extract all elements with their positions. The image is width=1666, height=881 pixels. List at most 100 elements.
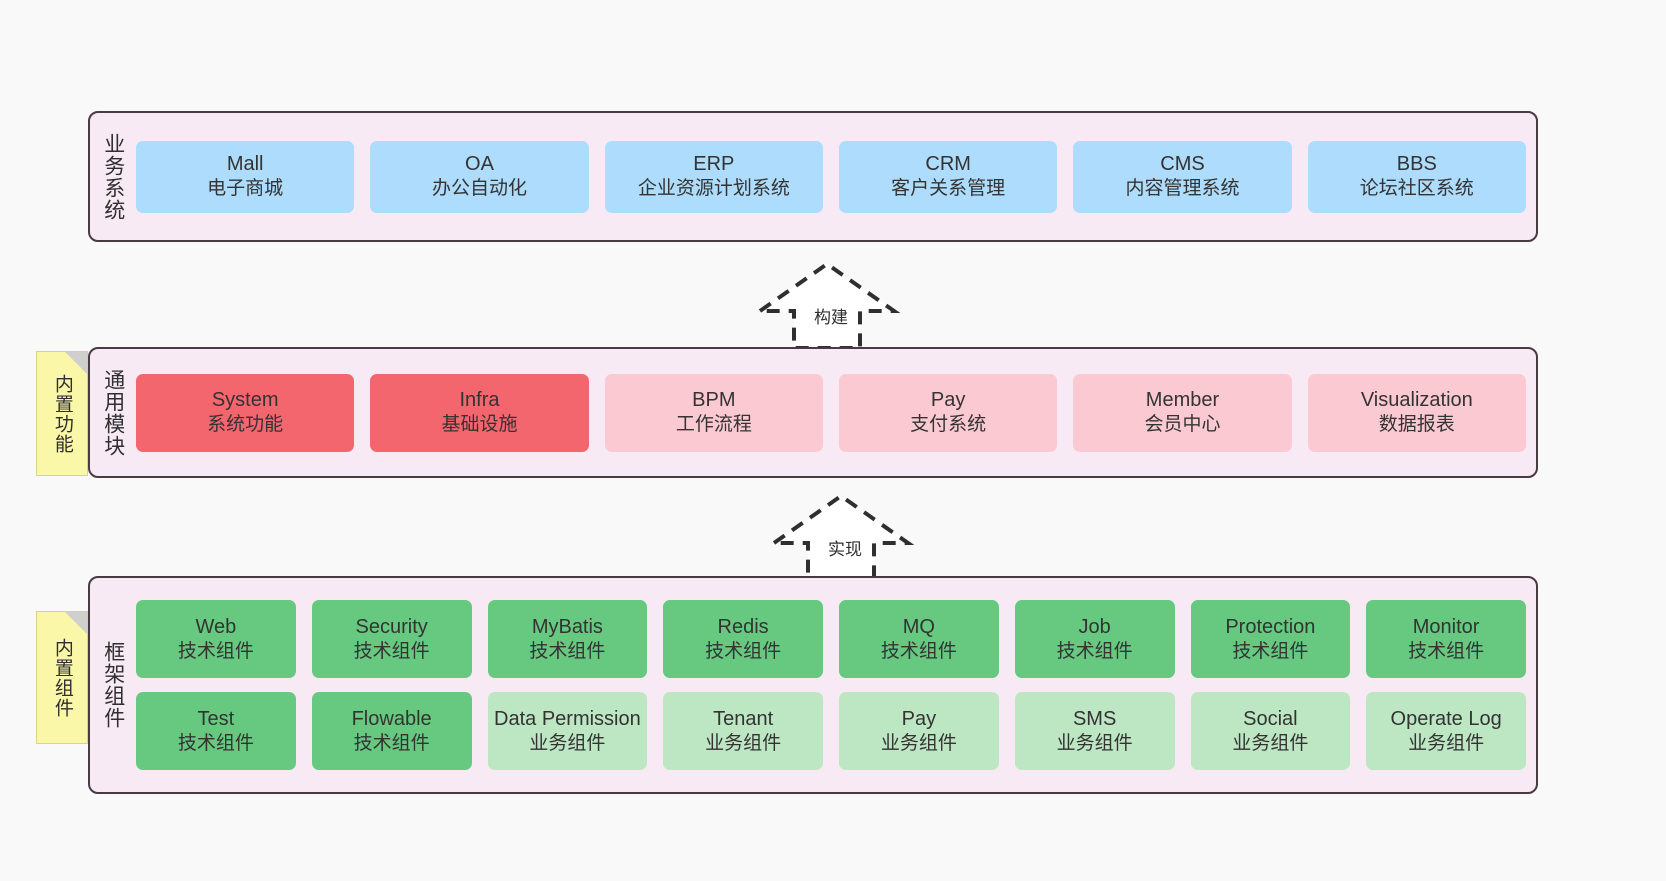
card-system[interactable]: System 系统功能: [136, 373, 355, 452]
card-bpm[interactable]: BPM 工作流程: [604, 373, 823, 452]
card-mybatis[interactable]: MyBatis 技术组件: [487, 600, 648, 678]
card-sms[interactable]: SMS 业务组件: [1014, 692, 1175, 770]
card-operate-log[interactable]: Operate Log 业务组件: [1366, 692, 1526, 770]
card-title-cn: 技术组件: [177, 732, 254, 754]
card-title-cn: 技术组件: [1056, 640, 1133, 662]
card-title-en: Pay: [901, 707, 937, 730]
card-title-en: Mall: [226, 153, 264, 176]
card-visualization[interactable]: Visualization 数据报表: [1307, 373, 1526, 452]
card-title-cn: 技术组件: [177, 640, 254, 662]
card-security[interactable]: Security 技术组件: [311, 600, 472, 678]
card-title-cn: 电子商城: [207, 178, 284, 200]
card-title-en: Visualization: [1360, 389, 1473, 412]
card-title-en: MyBatis: [531, 615, 603, 638]
card-title-en: CRM: [925, 153, 971, 176]
card-pay[interactable]: Pay 支付系统: [838, 373, 1058, 452]
card-title-cn: 系统功能: [207, 414, 284, 436]
card-row: Mall 电子商城 OA 办公自动化 ERP 企业资源计划系统 CRM 客户关系…: [136, 140, 1526, 213]
layer-title-common: 通用模块: [101, 368, 125, 457]
card-data-permission[interactable]: Data Permission 业务组件: [487, 692, 648, 770]
card-title-cn: 基础设施: [441, 414, 518, 436]
card-monitor[interactable]: Monitor 技术组件: [1366, 600, 1526, 678]
card-flowable[interactable]: Flowable 技术组件: [311, 692, 472, 770]
card-title-en: BPM: [692, 389, 736, 412]
card-cms[interactable]: CMS 内容管理系统: [1073, 140, 1292, 213]
card-title-en: Web: [195, 615, 237, 638]
card-title-cn: 技术组件: [1408, 640, 1485, 662]
layer-framework-components: 框架组件 Web 技术组件 Security 技术组件 MyBatis 技术组件…: [88, 576, 1538, 794]
arrow-implement: 实现: [766, 490, 916, 585]
card-title-en: ERP: [693, 153, 735, 176]
card-title-cn: 业务组件: [529, 732, 606, 754]
card-title-en: OA: [465, 153, 494, 176]
card-social[interactable]: Social 业务组件: [1190, 692, 1351, 770]
card-title-cn: 会员中心: [1144, 414, 1221, 436]
card-bbs[interactable]: BBS 论坛社区系统: [1307, 140, 1526, 213]
card-title-en: System: [211, 389, 279, 412]
card-title-en: Security: [355, 615, 428, 638]
card-title-cn: 业务组件: [1232, 732, 1309, 754]
card-title-cn: 办公自动化: [431, 178, 527, 200]
card-title-cn: 技术组件: [353, 640, 430, 662]
card-web[interactable]: Web 技术组件: [136, 600, 296, 678]
card-title-en: Social: [1243, 707, 1298, 730]
card-title-en: Monitor: [1412, 615, 1480, 638]
card-title-en: Operate Log: [1390, 707, 1502, 730]
layer-business-system: 业务系统 Mall 电子商城 OA 办公自动化 ERP 企业资源计划系统 CRM…: [88, 111, 1538, 242]
card-row: System 系统功能 Infra 基础设施 BPM 工作流程 Pay 支付系统…: [136, 373, 1526, 452]
card-protection[interactable]: Protection 技术组件: [1190, 600, 1351, 678]
card-title-cn: 论坛社区系统: [1359, 178, 1474, 200]
card-title-cn: 客户关系管理: [891, 178, 1006, 200]
card-test[interactable]: Test 技术组件: [136, 692, 296, 770]
layer-body-business: Mall 电子商城 OA 办公自动化 ERP 企业资源计划系统 CRM 客户关系…: [136, 113, 1536, 240]
card-erp[interactable]: ERP 企业资源计划系统: [604, 140, 823, 213]
card-redis[interactable]: Redis 技术组件: [663, 600, 823, 678]
card-title-cn: 技术组件: [880, 640, 957, 662]
card-title-en: Redis: [717, 615, 769, 638]
layer-title-business: 业务系统: [101, 132, 125, 221]
card-title-cn: 技术组件: [353, 732, 430, 754]
arrow-build-label: 构建: [814, 308, 848, 327]
card-title-en: Job: [1078, 615, 1111, 638]
card-title-en: Protection: [1225, 615, 1316, 638]
card-pay-business[interactable]: Pay 业务组件: [839, 692, 999, 770]
card-title-cn: 业务组件: [1056, 732, 1133, 754]
card-title-cn: 技术组件: [1232, 640, 1309, 662]
card-title-en: BBS: [1396, 153, 1437, 176]
card-title-cn: 业务组件: [880, 732, 957, 754]
card-title-cn: 支付系统: [910, 414, 987, 436]
card-title-cn: 业务组件: [705, 732, 782, 754]
card-mall[interactable]: Mall 电子商城: [136, 140, 355, 213]
card-row: Test 技术组件 Flowable 技术组件 Data Permission …: [136, 692, 1526, 770]
card-title-cn: 企业资源计划系统: [637, 178, 790, 200]
card-title-en: Data Permission: [494, 707, 641, 730]
card-title-en: Member: [1145, 389, 1220, 412]
arrow-implement-label: 实现: [828, 540, 862, 559]
card-crm[interactable]: CRM 客户关系管理: [838, 140, 1058, 213]
card-title-en: SMS: [1072, 707, 1117, 730]
card-mq[interactable]: MQ 技术组件: [839, 600, 999, 678]
card-row: Web 技术组件 Security 技术组件 MyBatis 技术组件 Redi…: [136, 600, 1526, 678]
card-title-cn: 技术组件: [705, 640, 782, 662]
layer-title-framework: 框架组件: [101, 641, 125, 729]
layer-common-modules: 通用模块 System 系统功能 Infra 基础设施 BPM 工作流程 Pay…: [88, 347, 1538, 478]
arrow-build: 构建: [752, 258, 902, 353]
card-member[interactable]: Member 会员中心: [1073, 373, 1292, 452]
card-title-cn: 数据报表: [1378, 414, 1455, 436]
card-tenant[interactable]: Tenant 业务组件: [663, 692, 823, 770]
card-title-cn: 内容管理系统: [1125, 178, 1240, 200]
sticky-note-builtin-components: 内置组件: [36, 611, 88, 744]
card-title-en: Test: [197, 707, 235, 730]
card-title-en: Pay: [930, 389, 966, 412]
card-title-en: Flowable: [351, 707, 432, 730]
card-title-en: MQ: [902, 615, 935, 638]
card-title-cn: 工作流程: [675, 414, 752, 436]
card-job[interactable]: Job 技术组件: [1014, 600, 1175, 678]
card-title-cn: 业务组件: [1408, 732, 1485, 754]
layer-body-common: System 系统功能 Infra 基础设施 BPM 工作流程 Pay 支付系统…: [136, 349, 1536, 476]
card-infra[interactable]: Infra 基础设施: [370, 373, 589, 452]
card-oa[interactable]: OA 办公自动化: [370, 140, 589, 213]
card-title-cn: 技术组件: [529, 640, 606, 662]
card-title-en: Infra: [459, 389, 500, 412]
